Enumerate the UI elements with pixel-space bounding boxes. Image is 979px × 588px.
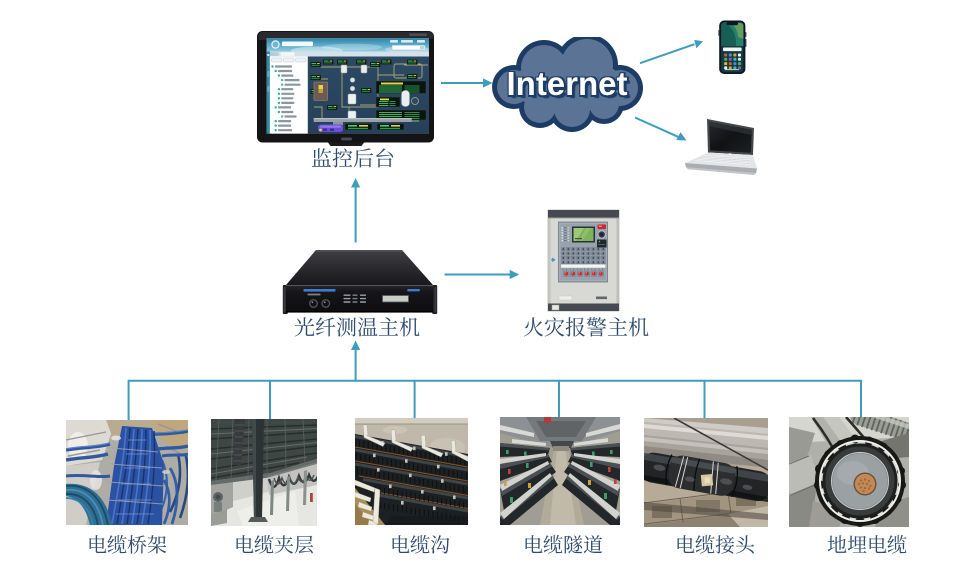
host-panel-details (303, 289, 420, 308)
monitor-stand (328, 142, 364, 146)
bus-line (127, 379, 862, 420)
site-label-buried-cable: 地埋电缆 (827, 535, 907, 555)
fiber-temperature-host (282, 250, 438, 314)
fiber-host-label: 光纤测温主机 (294, 317, 420, 338)
firealarm-bottom-band (548, 303, 619, 311)
scada-machine (318, 124, 343, 132)
site-label-cable-mezzanine: 电缆夹层 (234, 535, 314, 555)
arrow-internet-to-laptop (634, 116, 679, 138)
site-label-cable-joint: 电缆接头 (675, 535, 755, 555)
monitor-screen (266, 38, 429, 134)
photo-cable-joint (644, 418, 768, 527)
smartphone (718, 20, 747, 74)
photo-cable-tunnel (500, 417, 620, 525)
site-label-cable-tunnel: 电缆隧道 (523, 535, 603, 555)
internet-label: Internet (506, 65, 628, 102)
scada-data-panels (375, 80, 427, 121)
firealarm-top-band (548, 210, 619, 218)
screen-tree (271, 65, 301, 132)
photo-buried-cable (789, 417, 909, 527)
photo-cable-trench (354, 418, 468, 525)
phone-screen (721, 21, 744, 73)
photo-cable-mezzanine (211, 419, 317, 526)
screen-title-text (282, 41, 313, 47)
site-label-cable-tray: 电缆桥架 (87, 535, 167, 555)
arrow-heads (351, 39, 703, 350)
fire-alarm-host (547, 209, 620, 312)
firealarm-panel (558, 221, 608, 283)
fire-alarm-label: 火灾报警主机 (523, 317, 649, 338)
arrow-internet-to-phone (639, 43, 695, 65)
internet-cloud (492, 37, 643, 132)
site-label-cable-trench: 电缆沟 (390, 535, 450, 555)
laptop (685, 119, 757, 175)
screen-search-box (391, 44, 426, 51)
monitor-label: 监控后台 (311, 148, 395, 169)
photo-cable-tray (66, 420, 188, 525)
monitor-display (257, 31, 434, 146)
